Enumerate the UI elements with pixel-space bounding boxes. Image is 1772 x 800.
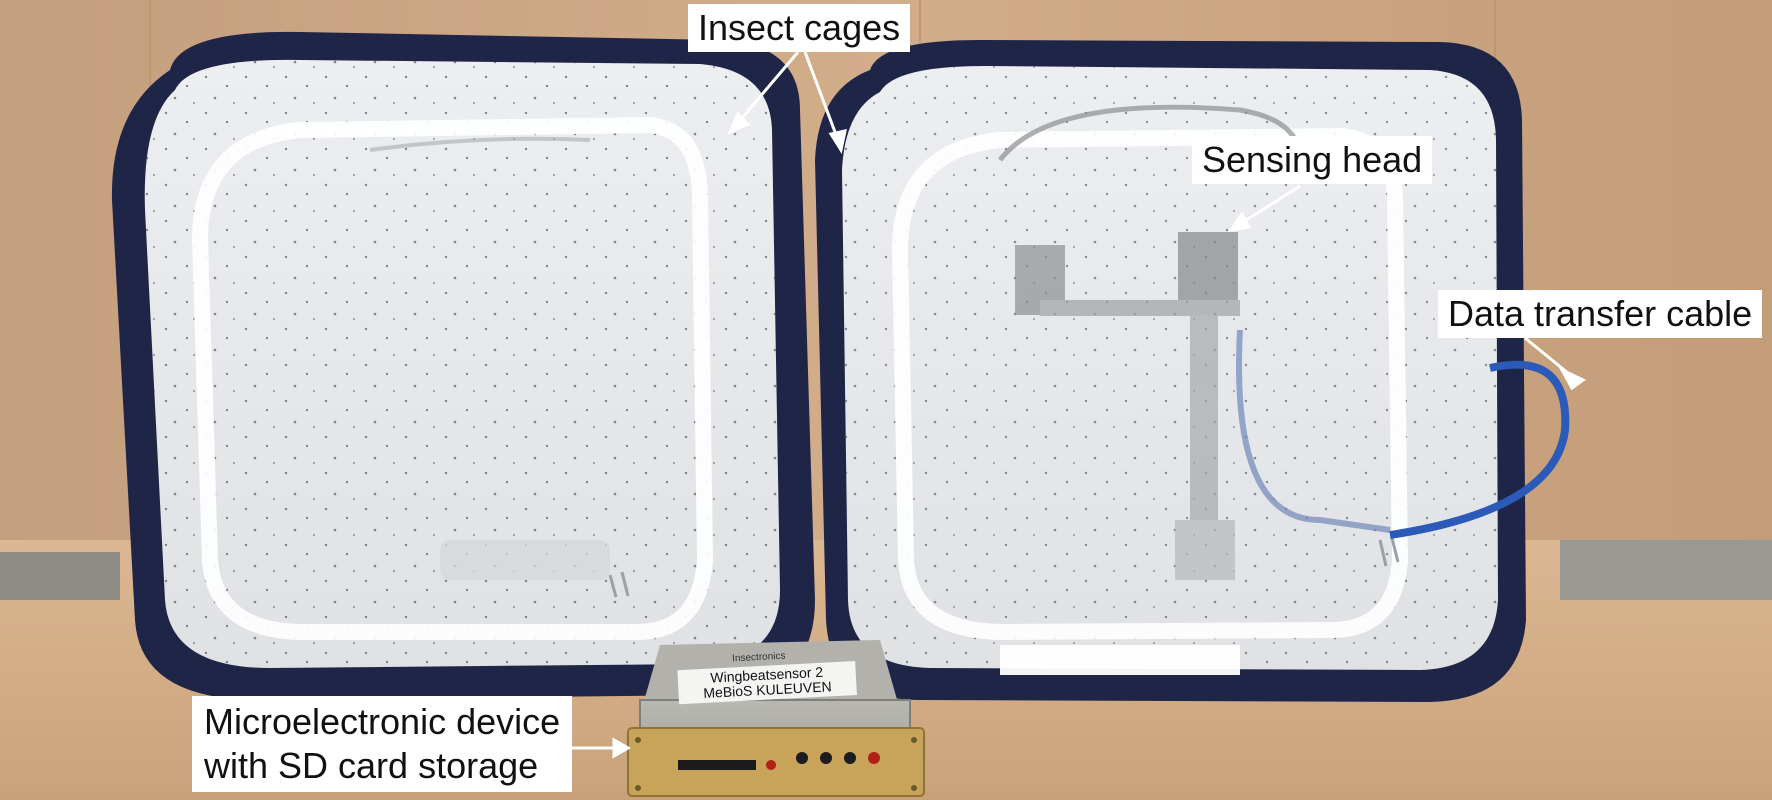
device-brand: Insectronics: [732, 651, 786, 665]
data-transfer-cable: [1389, 360, 1570, 539]
microelectronic-device-label-line1: Microelectronic device: [204, 701, 561, 742]
microelectronic-device: Wingbeatsensor 2 MeBioS KULEUVEN Insectr…: [627, 640, 925, 797]
insect-cages-label: Insect cages: [688, 4, 911, 52]
sensing-head: [998, 104, 1303, 580]
floor-strip-left: [0, 552, 120, 600]
microelectronic-device-label-line2: with SD card storage: [204, 745, 539, 786]
device-label-line2: MeBioS KULEUVEN: [703, 678, 832, 701]
data-transfer-cable-label: Data transfer cable: [1438, 290, 1763, 338]
sensing-head-label: Sensing head: [1192, 136, 1433, 184]
right-insect-cage: [815, 40, 1526, 702]
microelectronic-device-label: Microelectronic device with SD card stor…: [192, 696, 573, 792]
floor-strip: [1560, 540, 1772, 600]
device-label-line1: Wingbeatsensor 2: [710, 664, 824, 686]
left-insect-cage: [111, 31, 815, 700]
